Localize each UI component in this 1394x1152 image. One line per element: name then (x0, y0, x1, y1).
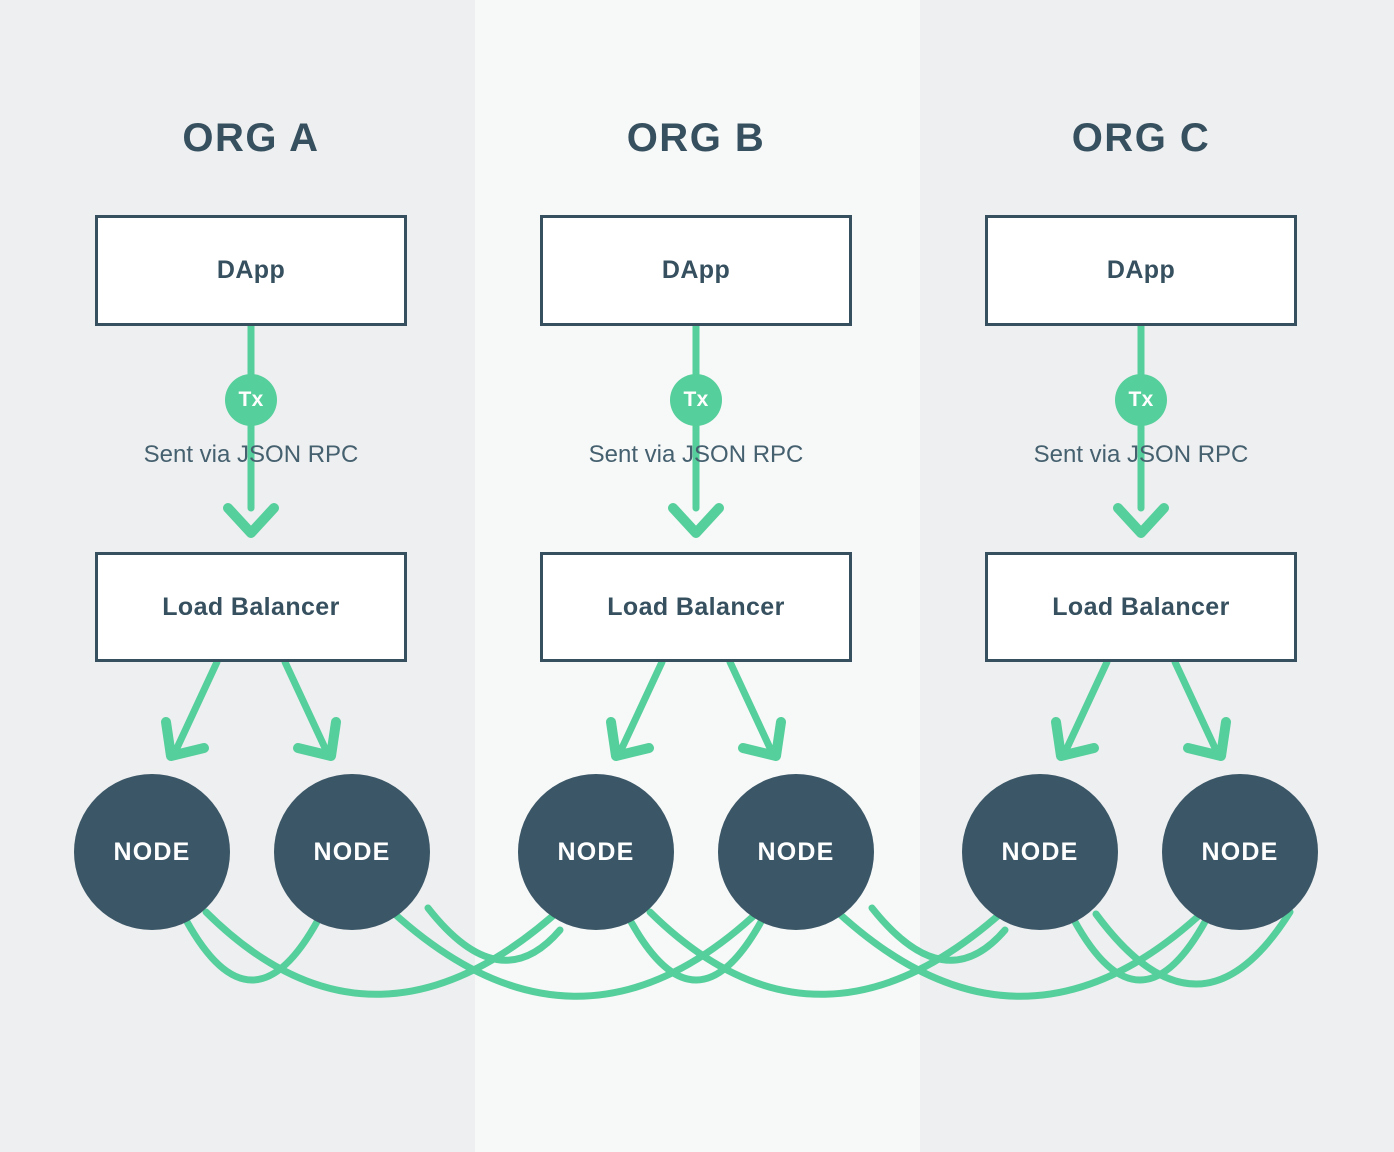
node-label-org-c-2: NODE (1201, 837, 1279, 866)
column-title-org-c: ORG C (1071, 116, 1211, 160)
arrowhead-node-c2 (1183, 717, 1231, 761)
node-circle-org-c-1[interactable]: NODE (962, 774, 1118, 930)
arrowhead-lb-b (668, 503, 724, 538)
load-balancer-label-org-a: Load Balancer (162, 592, 340, 621)
peer-link-1-2 (182, 916, 322, 984)
node-circle-org-c-2[interactable]: NODE (1162, 774, 1318, 930)
edge-lb-to-node-c1 (1063, 658, 1111, 752)
dapp-box-org-a[interactable]: DApp (95, 215, 407, 326)
peer-link-2-4 (381, 901, 764, 1000)
peer-link-1-3 (202, 901, 569, 998)
arrowhead-lb-c (1113, 503, 1169, 538)
node-circle-org-a-2[interactable]: NODE (274, 774, 430, 930)
load-balancer-box-org-c[interactable]: Load Balancer (985, 552, 1297, 662)
peer-link-2-3-short (424, 904, 564, 964)
peer-link-5-6 (1070, 916, 1210, 984)
node-label-org-a-1: NODE (113, 837, 191, 866)
peer-link-4-5-short (868, 904, 1009, 964)
dapp-label-org-b: DApp (661, 256, 731, 284)
peer-link-4-6 (826, 901, 1209, 1000)
arrowhead-node-b2 (738, 717, 786, 761)
load-balancer-label-org-c: Load Balancer (1052, 592, 1230, 621)
edge-lb-to-node-b1 (618, 658, 666, 752)
column-title-org-b: ORG B (626, 116, 766, 160)
edge-lb-to-node-a2 (281, 658, 329, 752)
edge-lb-to-node-c2 (1171, 658, 1219, 752)
arrowhead-node-b1 (606, 717, 654, 761)
rpc-label-org-b: Sent via JSON RPC (588, 441, 804, 468)
node-circle-org-a-1[interactable]: NODE (74, 774, 230, 930)
load-balancer-box-org-a[interactable]: Load Balancer (95, 552, 407, 662)
tx-label-org-a: Tx (238, 388, 264, 411)
tx-badge-org-b[interactable]: Tx (670, 374, 722, 426)
arrowhead-node-a2 (293, 717, 341, 761)
arrowhead-node-c1 (1051, 717, 1099, 761)
dapp-box-org-c[interactable]: DApp (985, 215, 1297, 326)
tx-badge-org-a[interactable]: Tx (225, 374, 277, 426)
arrowhead-node-a1 (161, 717, 209, 761)
rpc-label-org-a: Sent via JSON RPC (143, 441, 359, 468)
dapp-label-org-a: DApp (216, 256, 286, 284)
dapp-label-org-c: DApp (1106, 256, 1176, 284)
node-label-org-a-2: NODE (313, 837, 391, 866)
node-circle-org-b-2[interactable]: NODE (718, 774, 874, 930)
tx-label-org-b: Tx (683, 388, 709, 411)
peer-link-3-5 (646, 901, 1014, 998)
load-balancer-box-org-b[interactable]: Load Balancer (540, 552, 852, 662)
node-label-org-b-1: NODE (557, 837, 635, 866)
arrowhead-lb-a (223, 503, 279, 538)
edge-lb-to-node-b2 (726, 658, 774, 752)
rpc-label-org-c: Sent via JSON RPC (1033, 441, 1249, 468)
tx-badge-org-c[interactable]: Tx (1115, 374, 1167, 426)
peer-link-3-4 (626, 916, 766, 984)
dapp-box-org-b[interactable]: DApp (540, 215, 852, 326)
tx-label-org-c: Tx (1128, 388, 1154, 411)
load-balancer-label-org-b: Load Balancer (607, 592, 785, 621)
column-title-org-a: ORG A (182, 116, 320, 160)
peer-link-5-6-outer (1092, 908, 1294, 988)
node-label-org-b-2: NODE (757, 837, 835, 866)
node-label-org-c-1: NODE (1001, 837, 1079, 866)
edge-lb-to-node-a1 (173, 658, 221, 752)
node-circle-org-b-1[interactable]: NODE (518, 774, 674, 930)
